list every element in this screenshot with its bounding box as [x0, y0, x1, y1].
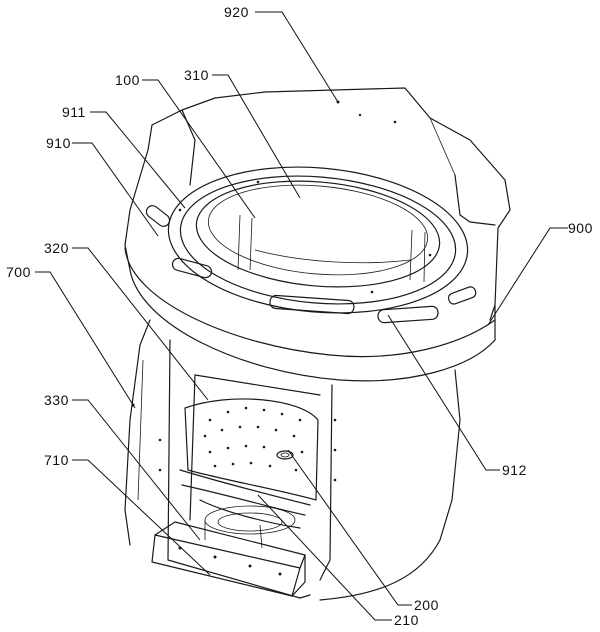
label-700: 700 [6, 264, 31, 280]
leader-lines [35, 11, 568, 621]
label-910: 910 [46, 135, 71, 151]
top-ring-opening [145, 166, 477, 324]
label-330: 330 [44, 392, 69, 408]
label-710: 710 [44, 452, 69, 468]
label-900: 900 [568, 220, 593, 236]
label-100: 100 [115, 72, 140, 88]
reference-labels: 920 100 310 911 910 900 320 700 330 710 … [6, 4, 593, 628]
perforation-dots [131, 100, 432, 576]
label-200: 200 [414, 597, 439, 613]
label-920: 920 [224, 4, 249, 20]
label-310: 310 [184, 67, 209, 83]
label-320: 320 [44, 240, 69, 256]
label-912: 912 [502, 462, 527, 478]
lower-window [151, 339, 333, 599]
label-210: 210 [394, 612, 419, 628]
housing-body [124, 87, 511, 601]
label-911: 911 [62, 104, 86, 120]
